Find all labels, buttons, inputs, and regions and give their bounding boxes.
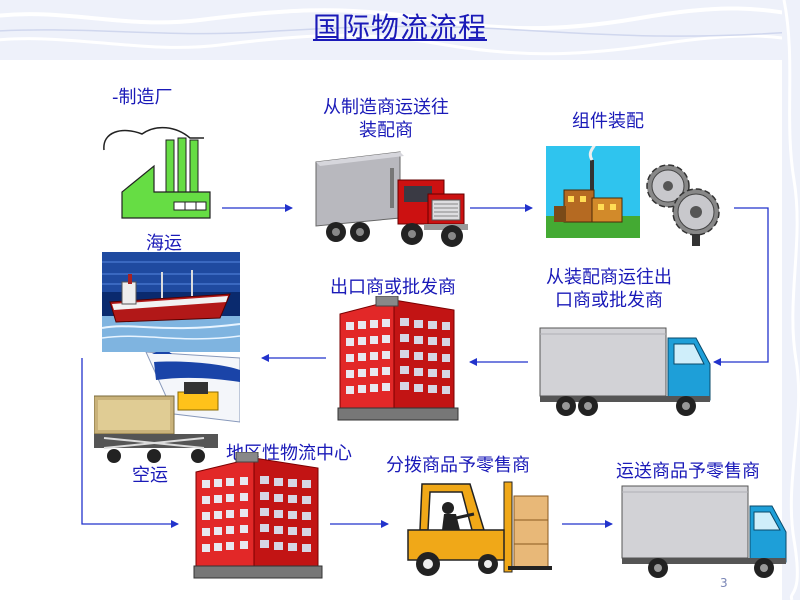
page-title: 国际物流流程 xyxy=(312,11,487,44)
factory-illustration xyxy=(92,116,222,230)
exporter-building-illustration xyxy=(336,295,460,426)
page-number: 3 xyxy=(720,576,728,590)
delivery-truck-illustration xyxy=(620,484,790,584)
box-truck-illustration xyxy=(538,324,716,424)
gears-illustration xyxy=(644,160,724,250)
label-line: 装配商 xyxy=(359,120,413,141)
label-distribute: 分拨商品予零售商 xyxy=(386,455,530,476)
label-deliver: 运送商品予零售商 xyxy=(616,461,760,482)
label-sea: 海运 xyxy=(146,233,182,254)
label-export: 出口商或批发商 xyxy=(330,277,456,298)
label-line: 从制造商运送往 xyxy=(323,97,449,118)
label-air: 空运 xyxy=(132,465,168,486)
arrow-assembly-to-truck xyxy=(713,207,769,366)
cargo-ship-illustration xyxy=(101,252,241,356)
label-manufacturer-to-assembler: 从制造商运送往 装配商 xyxy=(300,96,472,142)
label-assembler-to-exporter: 从装配商运往出 口商或批发商 xyxy=(528,266,690,312)
label-line: 从装配商运往出 xyxy=(546,267,672,288)
side-band xyxy=(782,0,800,600)
air-cargo-illustration xyxy=(93,348,241,468)
assembly-plant-illustration xyxy=(546,140,640,242)
regional-center-building-illustration xyxy=(192,451,324,584)
forklift-illustration xyxy=(400,480,554,582)
semi-truck-illustration xyxy=(308,150,478,256)
header-band xyxy=(0,0,800,60)
label-assembly: 组件装配 xyxy=(572,111,644,132)
label-factory: -制造厂 xyxy=(112,87,173,108)
label-line: 口商或批发商 xyxy=(555,290,663,311)
arrow-transport-to-center xyxy=(81,358,179,528)
